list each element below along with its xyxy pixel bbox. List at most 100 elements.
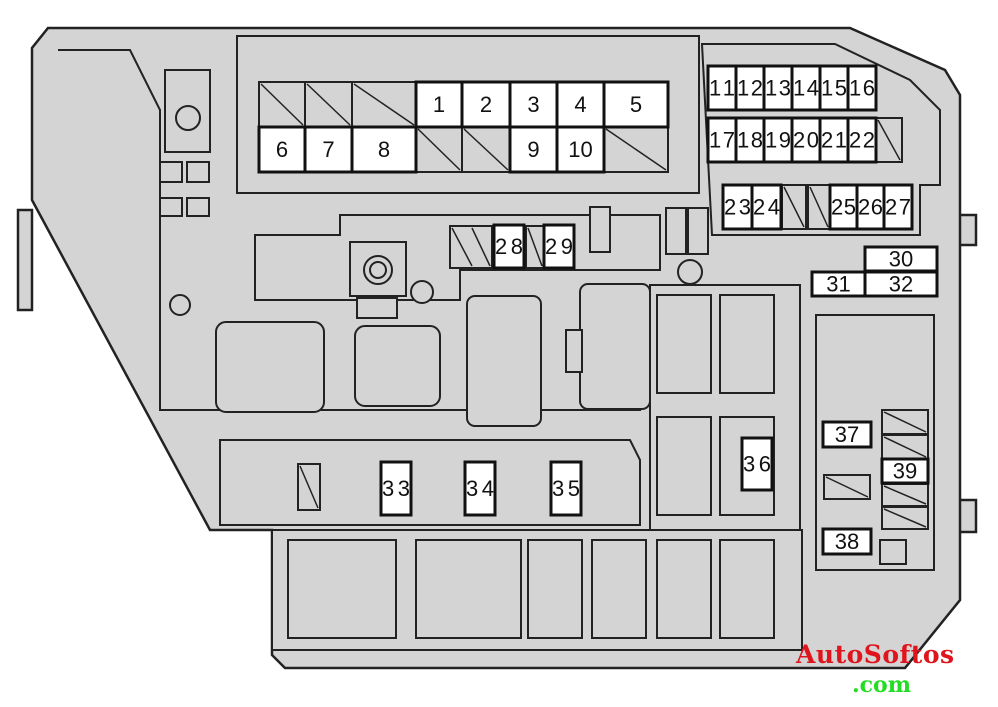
fuse-34: 34: [463, 460, 497, 517]
fuse-label: 9: [527, 137, 539, 162]
fuse-slot: [821, 420, 873, 449]
fuse-26: 26: [855, 183, 886, 231]
fuse-6: 6: [257, 125, 307, 174]
fuse-slot: [706, 64, 738, 112]
fuse-3: 3: [508, 80, 559, 129]
fuse-label: 5: [630, 92, 642, 117]
fuse-label: 2: [480, 92, 492, 117]
fuse-37: 37: [821, 420, 873, 449]
fuse-19: 19: [762, 116, 794, 164]
fuse-39: 39: [880, 457, 930, 485]
fuse-label: 12: [737, 76, 763, 101]
fuse-31: 31: [810, 270, 867, 298]
fuse-label: 16: [849, 76, 875, 101]
fuse-slot: [257, 125, 307, 174]
fuse-label: 19: [765, 128, 791, 153]
fuse-label: 3: [527, 92, 539, 117]
fuse-slot: [863, 245, 939, 273]
watermark-domain: .com: [852, 672, 912, 698]
fuse-5: 5: [602, 80, 670, 129]
fuse-slot: [846, 64, 878, 112]
fuse-slot: [492, 223, 526, 270]
fuse-slot: [555, 125, 606, 174]
fuse-label: 30: [889, 247, 913, 272]
watermark-brand: AutoSoftos: [796, 640, 955, 669]
fuse-24: 24: [750, 183, 783, 231]
fuse-label: 6: [276, 137, 288, 162]
fuse-36: 36: [740, 436, 774, 492]
fuse-slot: [818, 116, 850, 164]
fuse-slot: [828, 183, 859, 231]
fuse-label: 11: [709, 76, 735, 101]
fuse-9: 9: [508, 125, 559, 174]
fuse-10: 10: [555, 125, 606, 174]
fuse-label: 7: [322, 137, 334, 162]
fuse-label: 1: [433, 92, 445, 117]
fuse-32: 32: [863, 270, 939, 298]
fuse-label: 8: [378, 137, 390, 162]
fuse-slot: [750, 183, 783, 231]
fuse-29: 29: [542, 223, 576, 270]
fuse-18: 18: [734, 116, 766, 164]
fuse-30: 30: [863, 245, 939, 273]
fuse-label: 38: [835, 529, 859, 554]
fuse-slot: [414, 80, 464, 129]
fuse-23: 23: [721, 183, 754, 231]
fuse-label: 32: [889, 272, 913, 297]
fuse-label: 13: [765, 76, 791, 101]
fuse-label: 25: [831, 195, 856, 220]
fuse-label: 18: [737, 128, 763, 153]
fuse-label: 26: [858, 195, 883, 220]
fuse-slot: [555, 80, 606, 129]
fuse-28: 28: [492, 223, 526, 270]
fuse-slot: [863, 270, 939, 298]
fuse-label: 4: [574, 92, 586, 117]
fuse-label: 21: [821, 128, 847, 153]
fuse-slot: [882, 183, 914, 231]
fuse-slot: [821, 527, 873, 556]
fuse-1: 1: [414, 80, 464, 129]
fuse-21: 21: [818, 116, 850, 164]
fuse-25: 25: [828, 183, 859, 231]
fuse-7: 7: [303, 125, 354, 174]
fuse-38: 38: [821, 527, 873, 556]
fuse-slot: [740, 436, 774, 492]
fuse-slot: [549, 460, 583, 517]
fuse-12: 12: [734, 64, 766, 112]
fuse-label: 22: [849, 128, 875, 153]
fuse-label: 14: [793, 76, 819, 101]
fuse-35: 35: [549, 460, 583, 517]
fuse-label: 20: [793, 128, 819, 153]
fuse-slot: [379, 460, 413, 517]
fuse-slot: [350, 125, 418, 174]
fuse-label: 39: [893, 459, 917, 484]
fuse-label: 27: [885, 195, 911, 220]
fuse-14: 14: [790, 64, 822, 112]
fuse-15: 15: [818, 64, 850, 112]
fuse-label: 31: [826, 272, 850, 297]
fuse-16: 16: [846, 64, 878, 112]
fuse-2: 2: [460, 80, 512, 129]
fuse-13: 13: [762, 64, 794, 112]
fuse-slot: [542, 223, 576, 270]
fuse-27: 27: [882, 183, 914, 231]
fuse-4: 4: [555, 80, 606, 129]
fuse-8: 8: [350, 125, 418, 174]
fuse-label: 15: [821, 76, 847, 101]
fuse-20: 20: [790, 116, 822, 164]
fuse-label: 10: [568, 137, 592, 162]
fuse-label: 37: [835, 422, 859, 447]
fuse-slot: [460, 80, 512, 129]
fuse-slot: [734, 116, 766, 164]
fuse-slot: [846, 116, 878, 164]
fuse-slot: [762, 116, 794, 164]
fuse-slot: [721, 183, 754, 231]
fuse-22: 22: [846, 116, 878, 164]
fuse-slot: [880, 457, 930, 485]
fuse-slot: [602, 80, 670, 129]
fuse-17: 17: [706, 116, 738, 164]
fuse-33: 33: [379, 460, 413, 517]
fuse-slot: [463, 460, 497, 517]
fuse-11: 11: [706, 64, 738, 112]
